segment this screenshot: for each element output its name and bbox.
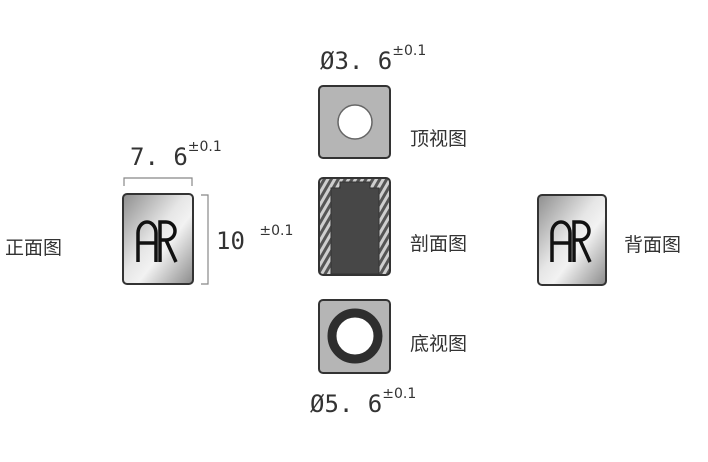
height-dimension: 10 ±0.1 bbox=[216, 223, 293, 255]
height-dimension-bracket bbox=[201, 194, 209, 285]
front-view-label: 正面图 bbox=[5, 237, 63, 259]
dimension-tolerance: ±0.1 bbox=[392, 43, 427, 59]
ar-logo bbox=[550, 220, 592, 263]
dimension-tolerance: ±0.1 bbox=[259, 223, 294, 239]
bottom-view-label: 底视图 bbox=[410, 333, 468, 355]
top-view bbox=[318, 85, 391, 159]
front-view bbox=[122, 193, 194, 285]
width-dimension: 7. 6±0.1 bbox=[130, 139, 222, 171]
width-dimension-bracket bbox=[123, 177, 193, 186]
dimension-value: Ø3. 6 bbox=[320, 47, 393, 75]
bottom-diameter-dimension: Ø5. 6±0.1 bbox=[310, 386, 416, 418]
ar-logo bbox=[136, 220, 178, 263]
dimension-tolerance: ±0.1 bbox=[382, 386, 417, 402]
top-view-label: 顶视图 bbox=[410, 128, 468, 150]
dimension-value: Ø5. 6 bbox=[310, 390, 383, 418]
dimension-tolerance: ±0.1 bbox=[187, 139, 222, 155]
dimension-value: 7. 6 bbox=[130, 143, 188, 171]
back-view bbox=[537, 194, 607, 286]
dimension-value: 10 bbox=[216, 227, 260, 255]
back-view-label: 背面图 bbox=[624, 234, 682, 256]
top-diameter-dimension: Ø3. 6±0.1 bbox=[320, 43, 426, 75]
section-view-label: 剖面图 bbox=[410, 233, 468, 255]
bottom-view bbox=[318, 299, 391, 374]
section-view bbox=[318, 177, 391, 276]
